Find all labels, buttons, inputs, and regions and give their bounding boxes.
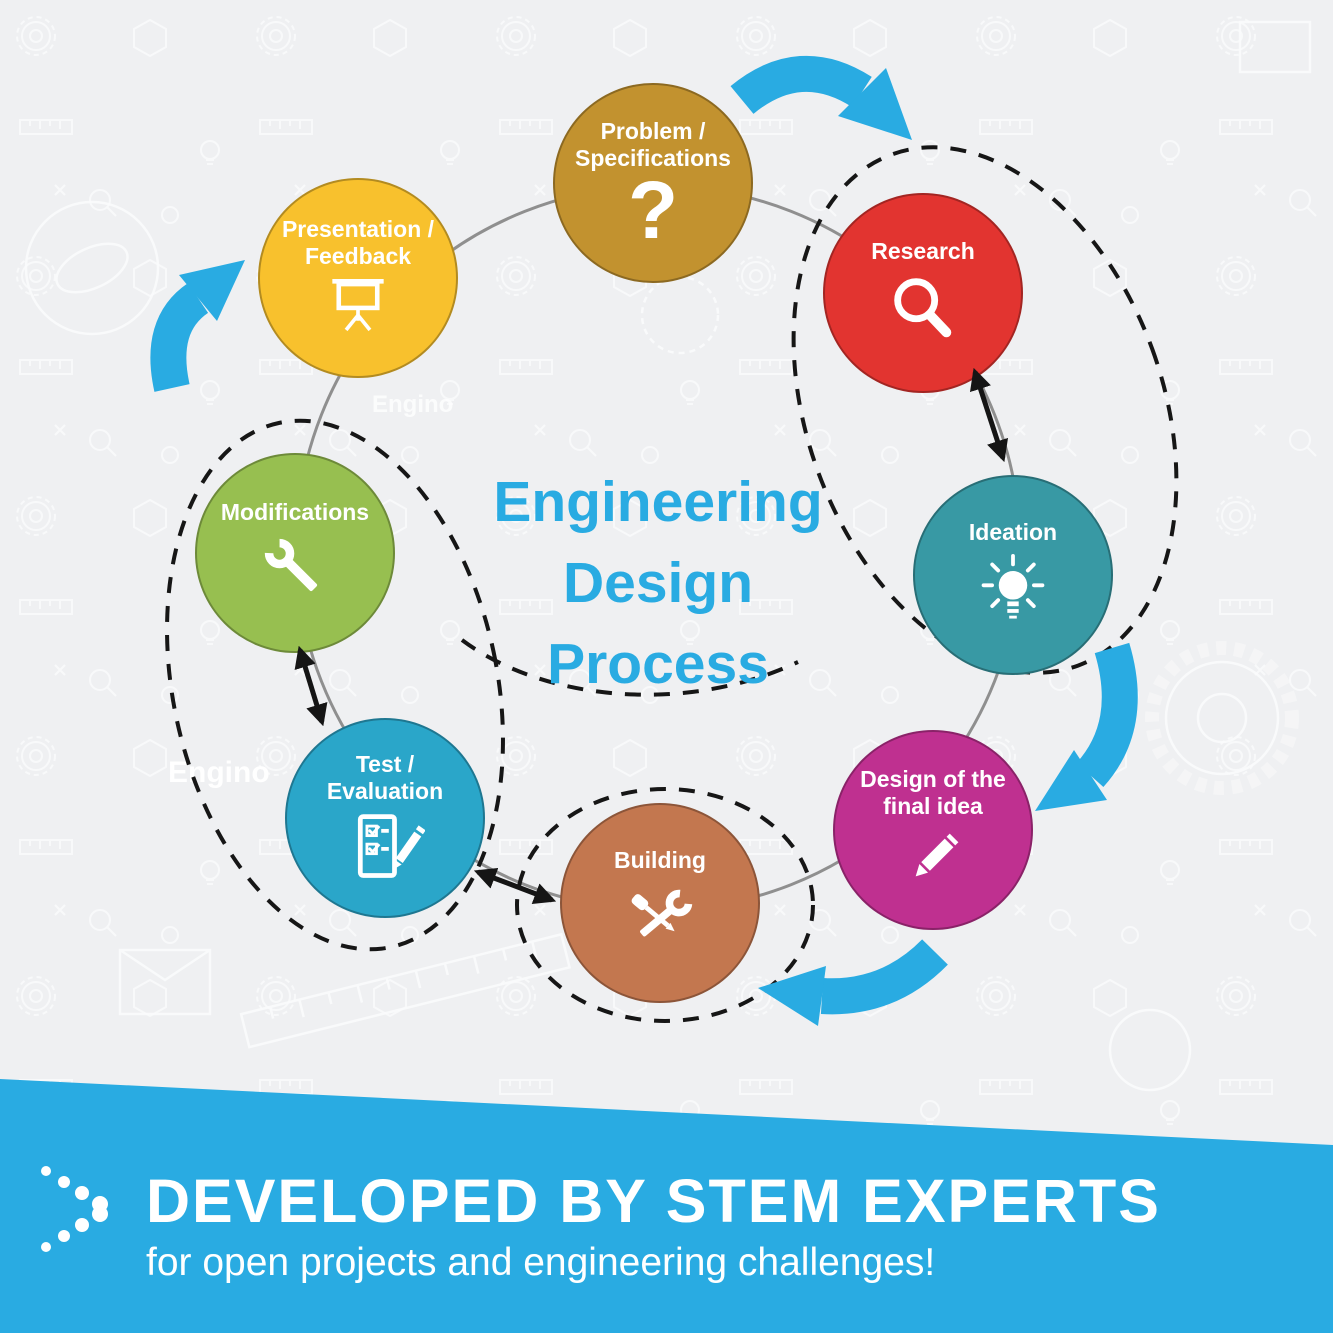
step-ideation: Ideation <box>913 475 1113 675</box>
background-watermark: Engino <box>372 391 453 418</box>
step-design-label: Design of the final idea <box>860 765 1006 819</box>
step-modifications: Modifications <box>195 453 395 653</box>
banner-heading: DEVELOPED BY STEM EXPERTS <box>146 1167 1161 1235</box>
step-building: Building <box>560 803 760 1003</box>
step-problem-specifications: Problem / Specifications ? <box>553 83 753 283</box>
step-test-evaluation: Test / Evaluation <box>285 718 485 918</box>
double-arrow-research-ideation <box>969 367 1009 463</box>
step-research-label: Research <box>871 238 975 265</box>
step-test-label: Test / Evaluation <box>326 750 444 804</box>
step-problem-label: Problem / Specifications <box>575 117 731 172</box>
magnifier-icon <box>884 270 962 348</box>
lightbulb-icon <box>975 551 1051 631</box>
flow-arrow-bottom <box>758 939 948 1026</box>
question-mark-icon: ? <box>627 165 679 257</box>
checklist-pencil-icon <box>345 809 425 885</box>
wrench-icon <box>256 531 334 607</box>
dotted-chevron-icon <box>41 1166 108 1252</box>
pencil-icon <box>897 824 969 894</box>
step-design-final-idea: Design of the final idea <box>833 730 1033 930</box>
diagram-title: Engineering Design Process <box>398 462 918 705</box>
background-watermark: Engino <box>168 756 270 789</box>
banner-subheading: for open projects and engineering challe… <box>146 1241 936 1285</box>
double-arrow-modifications-test <box>294 645 328 727</box>
flow-arrow-top-right <box>730 55 912 140</box>
diagram-title-line2: Design <box>562 551 754 615</box>
diagram-title-line1: Engineering <box>493 470 823 534</box>
diagram-title-line3: Process <box>547 632 769 696</box>
step-ideation-label: Ideation <box>968 519 1058 546</box>
flow-arrow-right <box>1035 642 1138 811</box>
double-arrow-test-building <box>473 867 557 905</box>
step-presentation-feedback: Presentation / Feedback <box>258 178 458 378</box>
step-research: Research <box>823 193 1023 393</box>
tools-icon <box>614 879 706 959</box>
step-presentation-label: Presentation / Feedback <box>281 215 435 269</box>
presentation-board-icon <box>320 274 396 340</box>
step-building-label: Building <box>614 847 706 874</box>
bottom-banner: DEVELOPED BY STEM EXPERTS for open proje… <box>0 1079 1333 1333</box>
flow-arrow-left-up <box>150 260 245 392</box>
step-modifications-label: Modifications <box>220 499 370 526</box>
